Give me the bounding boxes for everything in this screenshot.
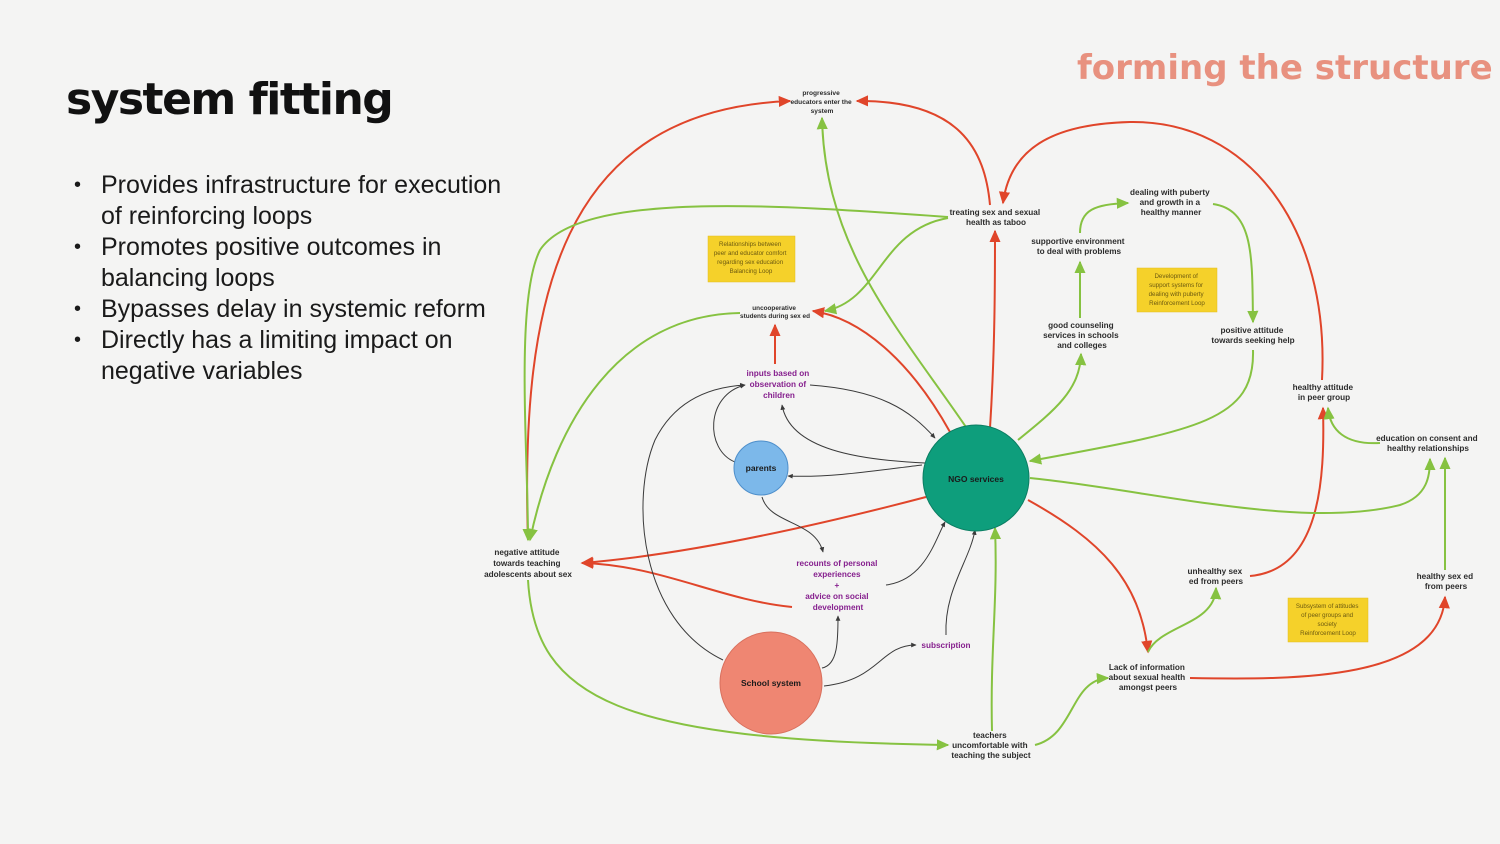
parents-label: parents — [746, 463, 777, 473]
label-progressive-educators: progressive educators enter the system — [790, 90, 853, 115]
link-recounts-to-negative — [580, 557, 793, 608]
link-school-to-subscription — [823, 642, 917, 687]
slide-subtitle: forming the structure — [1077, 48, 1493, 88]
link-ngo-to-negative — [580, 496, 927, 568]
school-system-node: School system — [719, 631, 823, 735]
label-taboo: treating sex and sexual health as taboo — [950, 208, 1043, 227]
label-uncooperative: uncooperative students during sex ed — [740, 305, 810, 320]
link-ngo-to-parents — [787, 464, 923, 479]
svg-text:Development of support s: Development of support systems for deali… — [1149, 273, 1206, 307]
label-negative-attitude: negative attitude towards teaching adole… — [484, 548, 572, 579]
link-school-to-recounts — [821, 615, 841, 669]
label-counseling: good counseling services in schools and … — [1043, 321, 1121, 350]
label-unhealthy-peers: unhealthy sex ed from peers — [1188, 567, 1245, 586]
ngo-services-node: NGO services — [922, 424, 1030, 532]
link-taboo-to-progressive — [855, 95, 991, 206]
link-ngo-to-inputs — [780, 404, 926, 464]
label-healthy-sex-ed: healthy sex ed from peers — [1417, 572, 1476, 591]
label-lack-information: Lack of information about sexual health … — [1109, 663, 1188, 692]
link-teachers-to-lackinfo — [1034, 673, 1110, 746]
label-subscription: subscription — [921, 641, 970, 650]
slide-title: system fitting — [66, 74, 394, 125]
link-puberty-to-seekinghelp — [1212, 203, 1259, 324]
bullet-item: Provides infrastructure for execution of… — [74, 170, 514, 232]
label-teachers: teachers uncomfortable with teaching the… — [951, 731, 1030, 760]
link-ngo-to-progressive — [816, 116, 969, 431]
link-parents-to-recounts — [761, 496, 825, 553]
ngo-services-label: NGO services — [948, 474, 1004, 484]
school-system-label: School system — [741, 678, 801, 688]
link-taboo-to-negative — [522, 205, 949, 542]
bullet-list: Provides infrastructure for execution of… — [74, 170, 514, 387]
label-seeking-help: positive attitude towards seeking help — [1211, 326, 1294, 345]
link-negative-to-teachers — [527, 579, 950, 751]
link-healthypeer-to-taboo — [998, 120, 1324, 381]
red-causal-links — [526, 95, 1450, 680]
label-supportive-environment: supportive environment to deal with prob… — [1031, 237, 1127, 256]
link-recounts-to-ngo — [885, 521, 946, 586]
green-causal-links — [522, 116, 1451, 751]
label-recounts: recounts of personal experiences + advic… — [796, 559, 879, 612]
sticky-peer-groups-loop: Subsystem of attitudes of peer groups an… — [1287, 597, 1369, 643]
bullet-item: Promotes positive outcomes in balancing … — [74, 232, 514, 294]
link-unhealthy-to-healthypeer — [1249, 406, 1329, 577]
link-inputs-ngo-upper — [809, 384, 936, 439]
link-lackinfo-to-healthysexed — [1189, 595, 1450, 680]
bullet-item: Bypasses delay in systemic reform — [74, 294, 514, 325]
label-consent: education on consent and healthy relatio… — [1376, 434, 1480, 453]
link-teachers-to-ngo — [989, 526, 1002, 732]
bullet-item: Directly has a limiting impact on negati… — [74, 325, 514, 387]
link-uncooperative-to-negative — [526, 312, 741, 542]
link-ngo-to-uncooperative — [811, 307, 951, 433]
svg-text:Relationships between pe: Relationships between peer and educator … — [714, 241, 788, 275]
link-subscription-to-ngo — [945, 529, 977, 636]
link-supportive-to-puberty — [1079, 197, 1130, 234]
link-seekinghelp-to-ngo — [1028, 349, 1255, 465]
link-taboo-to-uncooperative — [823, 217, 949, 315]
dark-information-links — [642, 382, 977, 687]
link-ngo-to-taboo — [989, 229, 1001, 429]
svg-text:Subsystem of attitudes o: Subsystem of attitudes of peer groups an… — [1296, 603, 1360, 637]
label-inputs: inputs based on observation of children — [746, 369, 811, 400]
sticky-support-systems-loop: Development of support systems for deali… — [1136, 267, 1218, 313]
link-negative-to-progressive — [526, 95, 792, 541]
parents-node: parents — [733, 440, 789, 496]
link-ngo-to-consent — [1029, 457, 1436, 515]
link-parents-to-inputs — [713, 383, 746, 463]
link-ngo-to-lackinfo — [1027, 499, 1153, 654]
sticky-balancing-loop: Relationships between peer and educator … — [707, 235, 796, 283]
link-lackinfo-to-unhealthy — [1147, 586, 1222, 653]
label-puberty: dealing with puberty and growth in a hea… — [1130, 188, 1212, 217]
label-healthy-peer-group: healthy attitude in peer group — [1293, 383, 1356, 402]
link-school-to-inputs — [642, 382, 746, 661]
link-ngo-to-counseling — [1017, 352, 1087, 441]
link-consent-to-healthypeer — [1323, 406, 1381, 445]
